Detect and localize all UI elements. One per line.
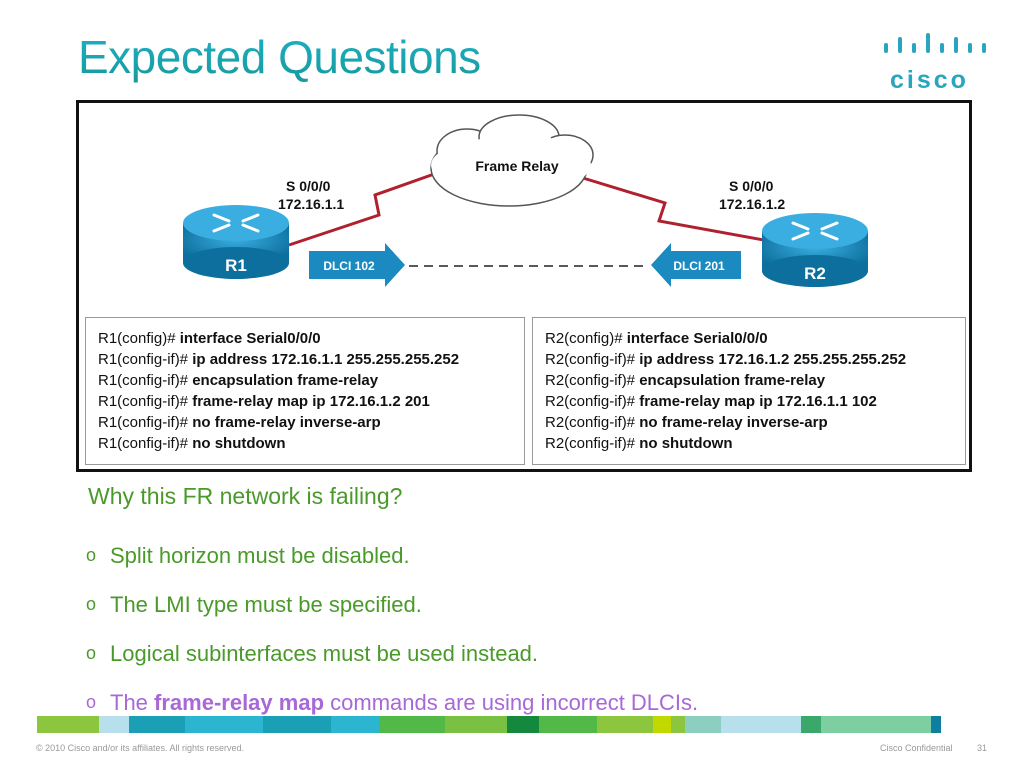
- r2-label: R2: [804, 264, 826, 283]
- cli-prompt: R1(config)#: [98, 330, 180, 347]
- r1-config-line: R1(config-if)# no shutdown: [98, 433, 524, 454]
- r1-label: R1: [225, 256, 247, 275]
- option-4[interactable]: o The frame-relay map commands are using…: [86, 678, 698, 727]
- r2-router-icon: [762, 213, 868, 287]
- cli-command: ip address 172.16.1.2 255.255.255.252: [639, 351, 907, 368]
- cli-command: encapsulation frame-relay: [639, 372, 826, 389]
- cli-command: interface Serial0/0/0: [626, 330, 768, 347]
- cli-prompt: R2(config)#: [545, 330, 627, 347]
- cli-prompt: R2(config-if)#: [545, 414, 640, 431]
- cli-command: no shutdown: [192, 435, 286, 452]
- dlci-201-arrow: [651, 243, 741, 287]
- option-text: Logical subinterfaces must be used inste…: [110, 640, 539, 666]
- copyright-notice: © 2010 Cisco and/or its affiliates. All …: [36, 743, 245, 753]
- option-text-pre: The: [110, 689, 155, 715]
- topology-svg: Frame Relay S 0/0/0 172.16.1.1 S 0/0/0 1…: [183, 114, 868, 287]
- r2-config-line: R2(config-if)# frame-relay map ip 172.16…: [545, 391, 965, 412]
- cli-prompt: R1(config-if)#: [98, 414, 193, 431]
- page-number: 31: [977, 743, 988, 753]
- cisco-logo-text: cisco: [890, 66, 969, 94]
- cli-command: encapsulation frame-relay: [192, 372, 379, 389]
- option-3[interactable]: o Logical subinterfaces must be used ins…: [86, 629, 698, 678]
- r2-config-line: R2(config)# interface Serial0/0/0: [545, 328, 965, 349]
- cli-command: no shutdown: [639, 435, 733, 452]
- cli-command: ip address 172.16.1.1 255.255.255.252: [192, 351, 460, 368]
- dlci-201-label: DLCI 201: [673, 259, 725, 273]
- r2-config-line: R2(config-if)# encapsulation frame-relay: [545, 370, 965, 391]
- slide-title: Expected Questions: [78, 31, 481, 83]
- r2-ip-label: 172.16.1.2: [719, 196, 785, 212]
- r2-config-line: R2(config-if)# no frame-relay inverse-ar…: [545, 412, 965, 433]
- cli-prompt: R2(config-if)#: [545, 393, 640, 410]
- question-text: Why this FR network is failing?: [88, 483, 403, 509]
- r2-interface-label: S 0/0/0: [729, 178, 774, 194]
- bullet-circle-icon: o: [86, 643, 97, 663]
- cli-prompt: R2(config-if)#: [545, 351, 640, 368]
- r1-router-icon: [183, 205, 289, 279]
- cisco-logo-icon: [884, 33, 986, 53]
- cli-prompt: R1(config-if)#: [98, 351, 193, 368]
- cli-prompt: R2(config-if)#: [545, 435, 640, 452]
- bullet-circle-icon: o: [86, 545, 97, 565]
- option-text-post: commands are using incorrect DLCIs.: [324, 689, 699, 715]
- confidential-label: Cisco Confidential: [880, 743, 953, 753]
- r1-serial-link: [288, 171, 438, 247]
- r2-serial-link: [582, 176, 770, 243]
- r1-config-line: R1(config-if)# ip address 172.16.1.1 255…: [98, 349, 524, 370]
- frame-relay-diagram: Frame Relay S 0/0/0 172.16.1.1 S 0/0/0 1…: [76, 100, 972, 472]
- cli-command: frame-relay map ip 172.16.1.2 201: [192, 393, 430, 410]
- r2-config-line: R2(config-if)# no shutdown: [545, 433, 965, 454]
- r1-config-line: R1(config)# interface Serial0/0/0: [98, 328, 524, 349]
- r1-config-line: R1(config-if)# no frame-relay inverse-ar…: [98, 412, 524, 433]
- dlci-102-arrow: [309, 243, 405, 287]
- r2-config-line: R2(config-if)# ip address 172.16.1.2 255…: [545, 349, 965, 370]
- option-text: The LMI type must be specified.: [110, 591, 422, 617]
- bullet-circle-icon: o: [86, 692, 97, 712]
- color-stripe: [37, 716, 987, 733]
- r1-config-line: R1(config-if)# frame-relay map ip 172.16…: [98, 391, 524, 412]
- bullet-circle-icon: o: [86, 594, 97, 614]
- option-1[interactable]: o Split horizon must be disabled.: [86, 531, 698, 580]
- cli-prompt: R1(config-if)#: [98, 435, 193, 452]
- cloud-label: Frame Relay: [475, 158, 558, 174]
- cli-prompt: R1(config-if)#: [98, 393, 193, 410]
- option-text-emphasis: frame-relay map: [154, 689, 325, 715]
- cli-command: no frame-relay inverse-arp: [192, 414, 381, 431]
- option-2[interactable]: o The LMI type must be specified.: [86, 580, 698, 629]
- r1-config-line: R1(config-if)# encapsulation frame-relay: [98, 370, 524, 391]
- cli-command: interface Serial0/0/0: [179, 330, 321, 347]
- r1-ip-label: 172.16.1.1: [278, 196, 344, 212]
- cli-prompt: R2(config-if)#: [545, 372, 640, 389]
- r1-interface-label: S 0/0/0: [286, 178, 331, 194]
- cli-command: no frame-relay inverse-arp: [639, 414, 828, 431]
- option-text: Split horizon must be disabled.: [110, 542, 410, 568]
- cli-prompt: R1(config-if)#: [98, 372, 193, 389]
- answer-options: o Split horizon must be disabled. o The …: [86, 531, 698, 727]
- dlci-102-label: DLCI 102: [323, 259, 375, 273]
- cli-command: frame-relay map ip 172.16.1.1 102: [639, 393, 877, 410]
